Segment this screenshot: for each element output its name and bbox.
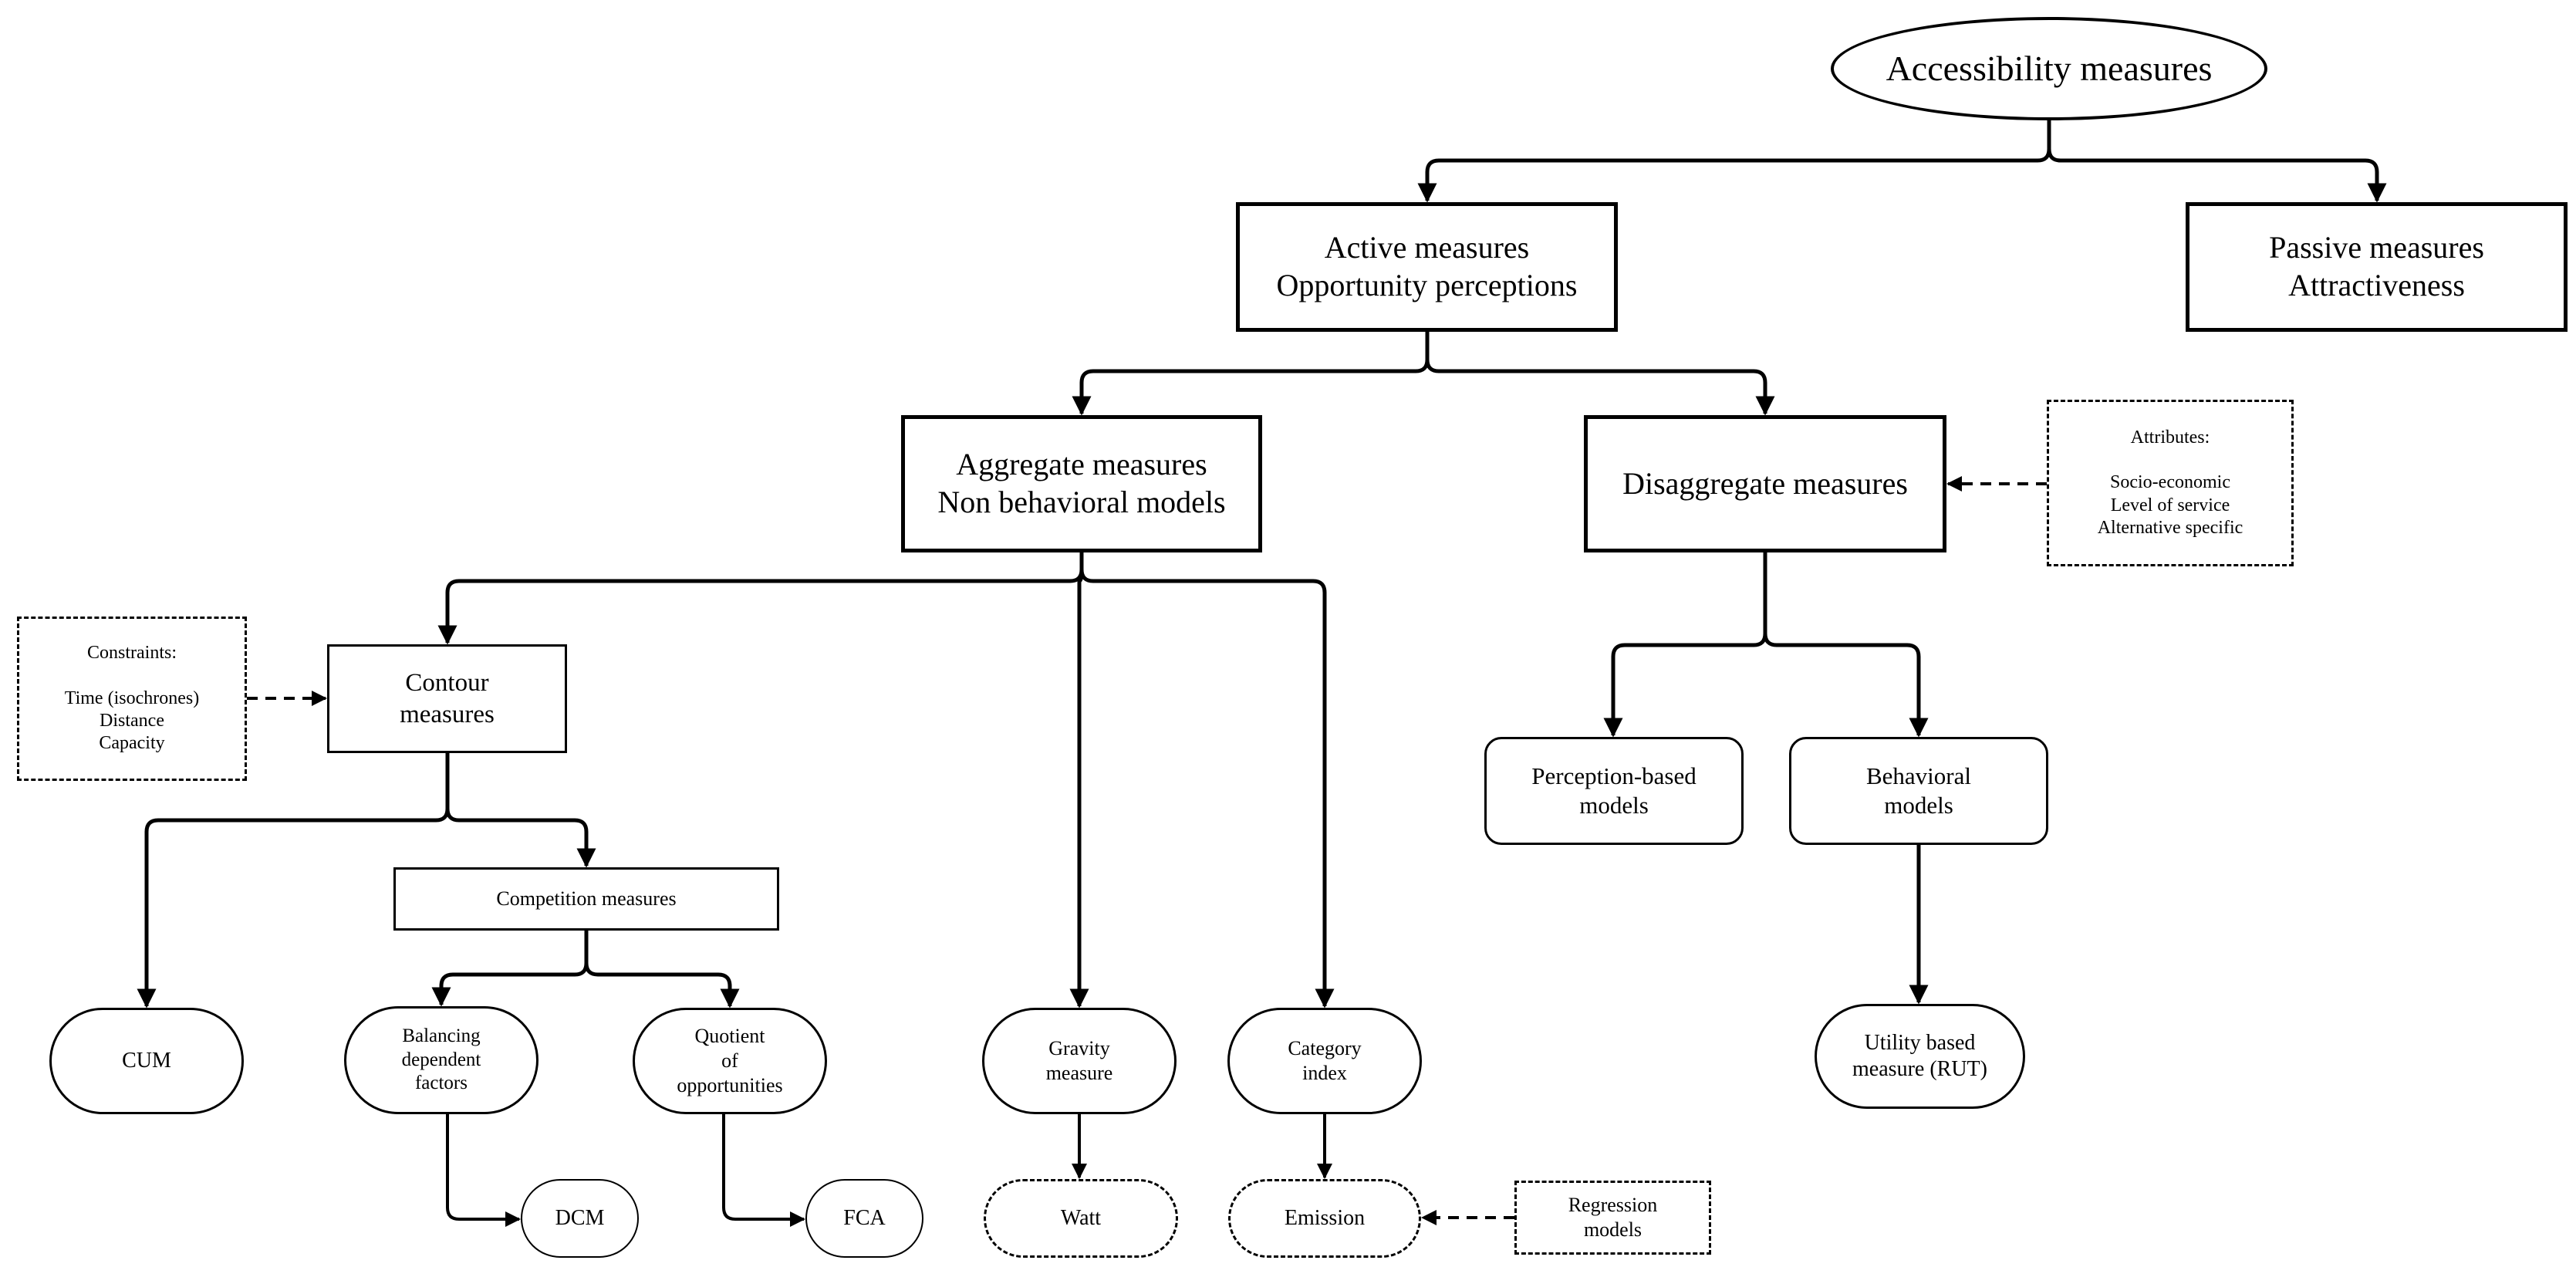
regression-models-note: Regression models: [1514, 1181, 1711, 1255]
accessibility-measures-node: Accessibility measures: [1831, 17, 2267, 120]
competition-measures-node: Competition measures: [393, 867, 779, 931]
contour-measures-node: Contour measures: [327, 644, 567, 753]
utility-based-measure-node: Utility based measure (RUT): [1815, 1004, 2025, 1109]
edge-competition-balancing: [431, 931, 589, 1007]
gravity-measure-label: Gravity measure: [1045, 1037, 1113, 1084]
cum-label: CUM: [122, 1048, 171, 1073]
constraints-note: Constraints: Time (isochrones) Distance …: [17, 617, 247, 781]
active-measures-node: Active measures Opportunity perceptions: [1236, 202, 1618, 332]
passive-measures-node: Passive measures Attractiveness: [2186, 202, 2568, 332]
edge-active-disaggregate: [1425, 332, 1775, 416]
edge-root-passive: [2047, 120, 2387, 203]
quotient-of-opportunities-label: Quotient of opportunities: [677, 1025, 783, 1096]
dcm-node: DCM: [521, 1179, 639, 1258]
regression-models-label: Regression models: [1568, 1194, 1658, 1241]
watt-label: Watt: [1060, 1205, 1102, 1230]
constraints-label: Constraints: Time (isochrones) Distance …: [64, 643, 200, 754]
attributes-label: Attributes: Socio-economic Level of serv…: [2097, 427, 2243, 538]
edge-aggregate-gravity: [1069, 552, 1089, 1009]
fca-node: FCA: [805, 1179, 923, 1258]
balancing-factors-label: Balancing dependent factors: [401, 1025, 481, 1094]
utility-based-measure-label: Utility based measure (RUT): [1852, 1030, 1987, 1081]
emission-node: Emission: [1228, 1179, 1421, 1258]
perception-based-models-node: Perception-based models: [1484, 737, 1744, 845]
perception-based-models-label: Perception-based models: [1531, 762, 1697, 819]
category-index-node: Category index: [1227, 1008, 1422, 1114]
edge-balancing-dcm: [446, 1114, 521, 1227]
accessibility-measures-label: Accessibility measures: [1886, 48, 2213, 88]
emission-label: Emission: [1284, 1205, 1366, 1230]
edge-quotient-fca: [722, 1114, 805, 1227]
edge-competition-quotient: [584, 931, 740, 1009]
edge-aggregate-category: [1079, 552, 1335, 1009]
dcm-label: DCM: [555, 1205, 605, 1230]
aggregate-measures-node: Aggregate measures Non behavioral models: [901, 415, 1262, 552]
edge-disaggregate-behavioral: [1763, 552, 1929, 738]
competition-measures-label: Competition measures: [496, 887, 677, 911]
fca-label: FCA: [843, 1205, 886, 1230]
cum-node: CUM: [49, 1008, 244, 1114]
edge-contour-competition: [445, 753, 596, 868]
edge-active-aggregate: [1072, 332, 1430, 416]
gravity-measure-node: Gravity measure: [982, 1008, 1177, 1114]
edge-disaggregate-perception: [1603, 552, 1767, 738]
disaggregate-measures-label: Disaggregate measures: [1622, 465, 1908, 501]
behavioral-models-label: Behavioral models: [1865, 762, 1971, 819]
disaggregate-measures-node: Disaggregate measures: [1584, 415, 1946, 552]
passive-measures-label: Passive measures Attractiveness: [2269, 230, 2484, 302]
contour-measures-label: Contour measures: [400, 669, 495, 728]
aggregate-measures-label: Aggregate measures Non behavioral models: [937, 447, 1226, 519]
attributes-note: Attributes: Socio-economic Level of serv…: [2047, 400, 2294, 566]
balancing-factors-node: Balancing dependent factors: [344, 1006, 538, 1114]
behavioral-models-node: Behavioral models: [1789, 737, 2048, 845]
edge-root-active: [1417, 120, 2051, 203]
active-measures-label: Active measures Opportunity perceptions: [1276, 230, 1578, 302]
edge-aggregate-contour: [437, 552, 1084, 645]
category-index-label: Category index: [1288, 1037, 1362, 1084]
quotient-of-opportunities-node: Quotient of opportunities: [633, 1008, 827, 1114]
watt-node: Watt: [984, 1179, 1178, 1258]
